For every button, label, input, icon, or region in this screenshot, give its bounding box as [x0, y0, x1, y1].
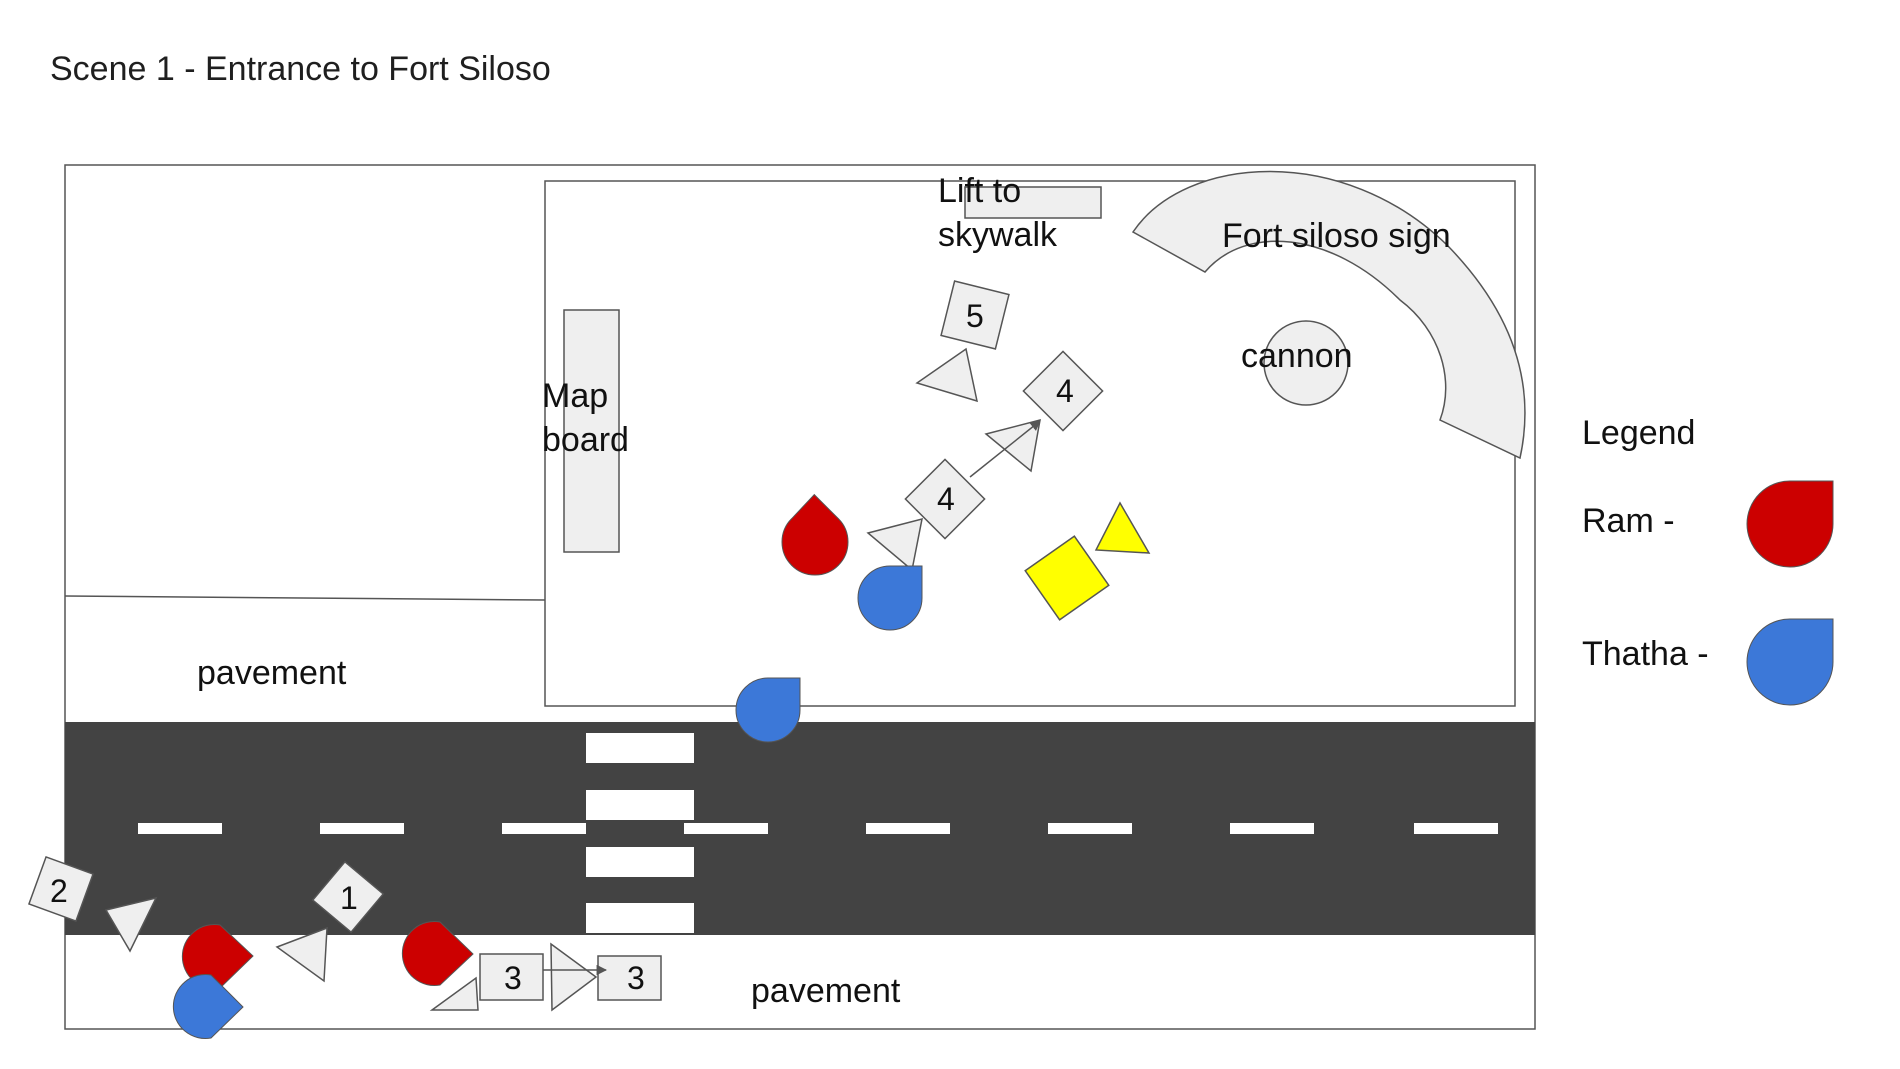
lift-to-skywalk: [964, 186, 1102, 219]
lane-dash: [1230, 823, 1314, 834]
camera-3-right-number: 3: [627, 960, 645, 996]
camera-4-lower-cone: [866, 517, 923, 572]
pavement-divider: [64, 595, 546, 601]
yellow-camera-cone: [1094, 501, 1151, 554]
camera-2-cone: [104, 896, 158, 953]
scene-title: Scene 1 - Entrance to Fort Siloso: [50, 50, 551, 88]
camera-4-lower: 4: [866, 458, 986, 572]
sign-label: Fort siloso sign: [1222, 217, 1451, 255]
camera-1-number: 1: [340, 880, 358, 916]
ram-marker-pavement: [401, 921, 474, 986]
camera-1: 1: [275, 860, 385, 983]
camera-3-left-number: 3: [504, 960, 522, 996]
camera-3-left-box: [479, 953, 544, 1001]
map-board-label: Map board: [542, 377, 629, 459]
camera-5-cone: [915, 347, 978, 403]
camera-3-left-cone: [429, 976, 479, 1011]
zebra-stripe: [586, 903, 694, 933]
zebra-stripe: [586, 790, 694, 820]
camera-3-left: 3: [429, 953, 544, 1011]
thatha-marker-roadside: [172, 974, 244, 1039]
lift-label-line2: skywalk: [938, 216, 1058, 254]
thatha-marker-fort: [857, 565, 923, 631]
legend: Legend Ram - Thatha -: [1582, 414, 1834, 706]
pavement-bottom-label: pavement: [751, 972, 901, 1010]
road-lane-markings: [138, 823, 1498, 834]
camera-4-lower-box: [904, 458, 986, 540]
lane-dash: [1414, 823, 1498, 834]
camera-4-move-arrow: [969, 420, 1041, 478]
camera-2-number: 2: [50, 873, 68, 909]
camera-3-right: 3: [550, 942, 662, 1012]
legend-thatha-marker: [1746, 618, 1834, 706]
legend-thatha-label: Thatha -: [1582, 635, 1709, 673]
legend-ram-label: Ram -: [1582, 502, 1675, 540]
lane-dash: [684, 823, 768, 834]
legend-title: Legend: [1582, 414, 1695, 452]
lane-dash: [138, 823, 222, 834]
road: [65, 722, 1535, 935]
map-board-label-line1: Map: [542, 377, 608, 415]
ram-marker-fort: [781, 493, 849, 576]
zebra-crossing: [586, 733, 694, 933]
zebra-stripe: [586, 733, 694, 763]
lane-dash: [1048, 823, 1132, 834]
camera-4-lower-number: 4: [937, 481, 955, 517]
camera-3-right-cone: [550, 942, 598, 1012]
camera-5-number: 5: [966, 298, 984, 334]
camera-4-upper-box: [1022, 350, 1104, 432]
camera-1-cone: [275, 926, 328, 983]
lift-label-line1: Lift to: [938, 172, 1021, 210]
camera-2-box: [27, 855, 95, 923]
camera-2: 2: [27, 855, 158, 953]
thatha-marker-crossing: [735, 677, 801, 743]
lift-label: Lift to skywalk: [938, 172, 1058, 254]
lane-dash: [320, 823, 404, 834]
map-board-label-line2: board: [542, 421, 629, 459]
pavement-top-label: pavement: [197, 654, 347, 692]
camera-5-box: [940, 280, 1010, 350]
fort-siloso-sign: [1131, 170, 1526, 460]
lane-dash: [866, 823, 950, 834]
yellow-camera: [1024, 501, 1151, 621]
map-board: [563, 309, 620, 553]
legend-ram-marker: [1746, 480, 1834, 568]
camera-4-upper-number: 4: [1056, 373, 1074, 409]
camera-5: 5: [915, 280, 1010, 403]
cannon-label: cannon: [1241, 337, 1353, 375]
yellow-camera-box: [1024, 535, 1110, 621]
camera-3-right-box: [597, 955, 662, 1001]
cannon: [1263, 320, 1349, 406]
lane-dash: [502, 823, 586, 834]
camera-1-box: [311, 860, 385, 934]
zebra-stripe: [586, 847, 694, 877]
